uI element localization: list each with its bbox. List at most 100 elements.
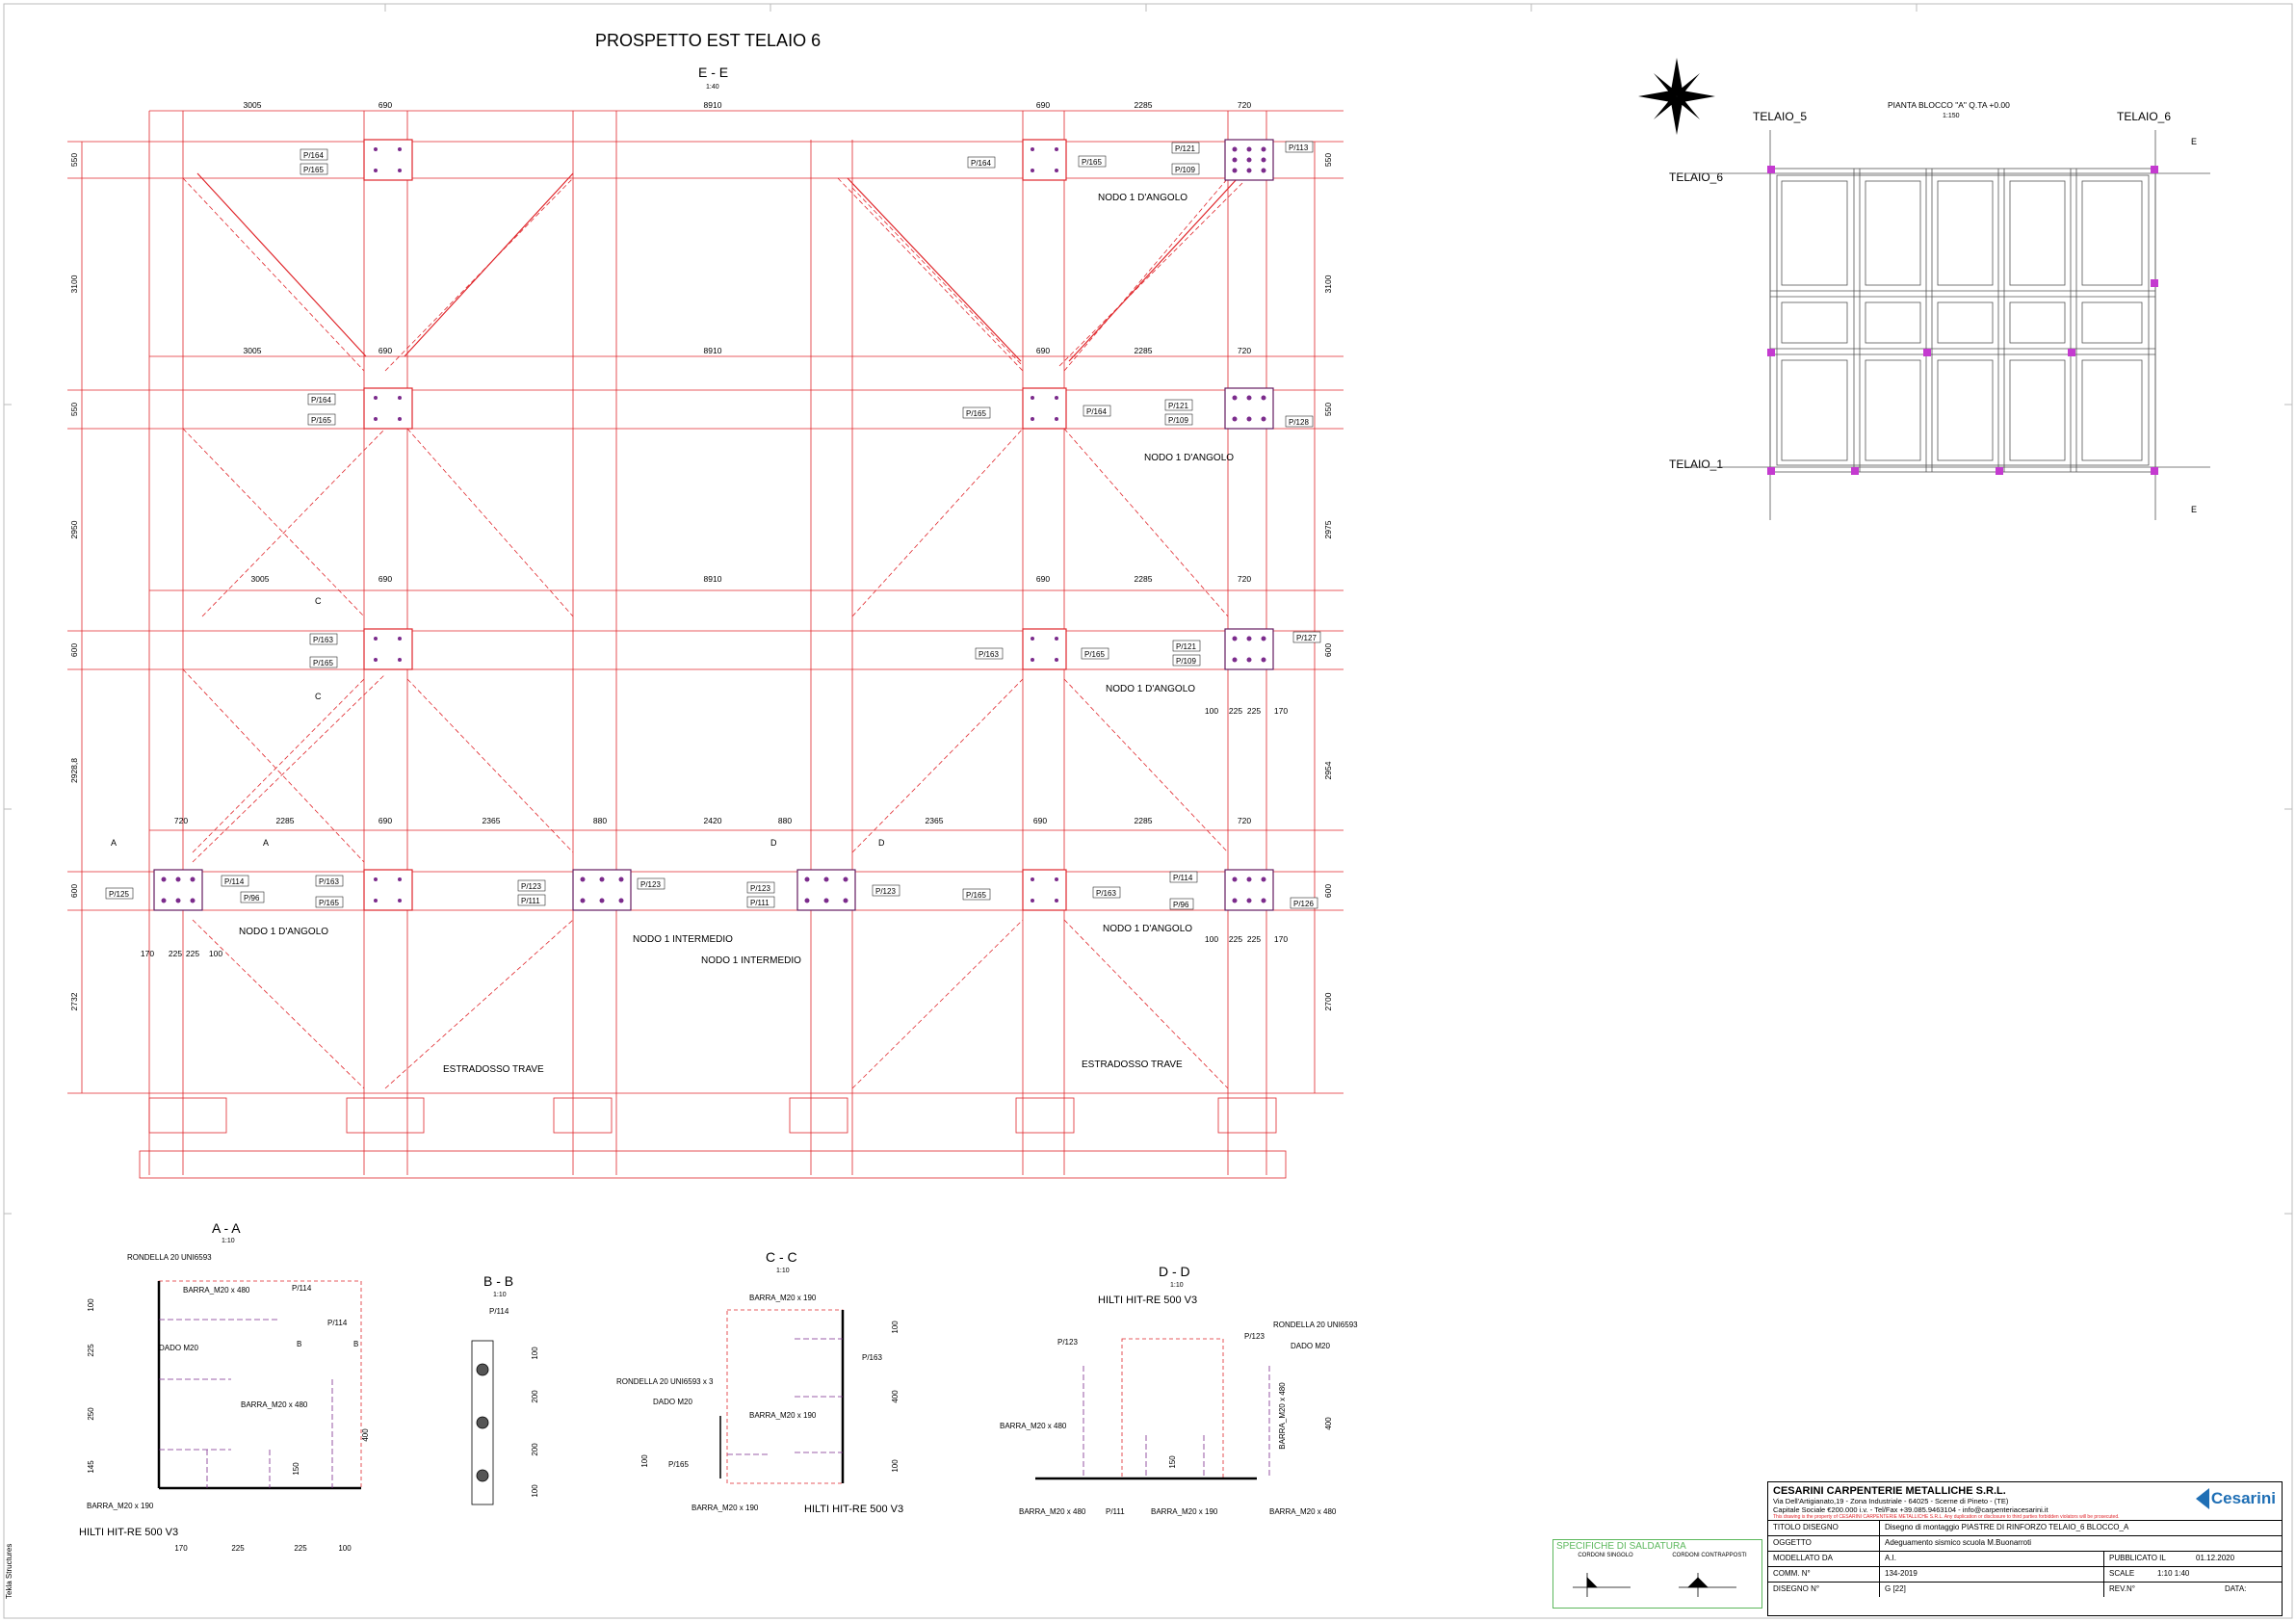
svg-text:P/164: P/164: [971, 159, 991, 168]
svg-text:2365: 2365: [926, 816, 944, 825]
plan-telaio-6-left: TELAIO_6: [1669, 170, 1723, 184]
svg-text:100: 100: [891, 1459, 900, 1473]
svg-text:100: 100: [1205, 934, 1218, 944]
svg-text:P/123: P/123: [750, 884, 770, 893]
company-disclaimer: This drawing is the property of CESARINI…: [1773, 1514, 2120, 1520]
svg-text:P/121: P/121: [1168, 402, 1188, 410]
svg-text:225: 225: [186, 949, 199, 958]
plan-nodes: [1767, 166, 2158, 475]
svg-text:400: 400: [891, 1390, 900, 1403]
dims-mid-right: 100 225 225 170: [1205, 706, 1288, 716]
svg-text:2285: 2285: [1135, 574, 1153, 584]
svg-text:2732: 2732: [69, 992, 79, 1010]
svg-text:DADO M20: DADO M20: [1291, 1342, 1330, 1350]
svg-text:3005: 3005: [251, 574, 270, 584]
plan-telaio-6: TELAIO_6: [2117, 110, 2171, 123]
bb-drawing: [471, 1340, 494, 1505]
svg-text:225: 225: [1229, 706, 1242, 716]
dd-labels: RONDELLA 20 UNI6593 P/123 DADO M20 P/123…: [1000, 1321, 1358, 1516]
svg-text:3005: 3005: [244, 346, 262, 355]
aa-title: A - A: [212, 1220, 241, 1236]
svg-text:NODO 1 INTERMEDIO: NODO 1 INTERMEDIO: [633, 934, 733, 945]
svg-text:225: 225: [87, 1344, 95, 1357]
svg-text:NODO 1 D'ANGOLO: NODO 1 D'ANGOLO: [1098, 193, 1187, 203]
cc-title: C - C: [766, 1249, 797, 1265]
svg-text:DADO M20: DADO M20: [159, 1344, 198, 1352]
cc-drawing: [719, 1309, 845, 1484]
svg-text:C: C: [315, 692, 322, 701]
dd-scale: 1:10: [1170, 1282, 1184, 1289]
svg-text:720: 720: [1238, 100, 1251, 110]
svg-text:225: 225: [1247, 706, 1261, 716]
svg-text:690: 690: [378, 346, 392, 355]
diagonal-braces: [182, 177, 1243, 1089]
svg-text:BARRA_M20 x 480: BARRA_M20 x 480: [241, 1400, 308, 1409]
svg-text:P/123: P/123: [1057, 1338, 1078, 1347]
svg-text:225: 225: [1229, 934, 1242, 944]
main-scale: 1:40: [706, 84, 719, 91]
svg-text:P/109: P/109: [1175, 166, 1195, 174]
svg-text:P/113: P/113: [1289, 144, 1309, 152]
svg-text:100: 100: [640, 1454, 649, 1468]
svg-text:2285: 2285: [1135, 816, 1153, 825]
svg-text:P/163: P/163: [862, 1353, 882, 1362]
svg-text:BARRA_M20 x 190: BARRA_M20 x 190: [691, 1504, 759, 1512]
svg-text:2954: 2954: [1323, 761, 1333, 779]
svg-text:2285: 2285: [1135, 100, 1153, 110]
svg-text:NODO 1 INTERMEDIO: NODO 1 INTERMEDIO: [701, 955, 801, 966]
plan-scale: 1:150: [1943, 113, 1960, 119]
svg-text:225: 225: [169, 949, 182, 958]
svg-text:P/123: P/123: [521, 882, 541, 891]
svg-text:600: 600: [1323, 884, 1333, 898]
svg-text:P/121: P/121: [1176, 642, 1196, 651]
svg-text:100: 100: [209, 949, 222, 958]
svg-text:690: 690: [1033, 816, 1047, 825]
svg-text:225: 225: [1247, 934, 1261, 944]
main-section-label: E - E: [698, 65, 728, 80]
svg-text:145: 145: [87, 1460, 95, 1474]
svg-text:ESTRADOSSO TRAVE: ESTRADOSSO TRAVE: [1082, 1060, 1183, 1070]
node-plate-outlines: [153, 139, 1274, 911]
dd-title: D - D: [1159, 1264, 1190, 1279]
weld-spec-box: SPECIFICHE DI SALDATURA CORDONI SINGOLO …: [1552, 1539, 1762, 1609]
svg-text:BARRA_M20 x 190: BARRA_M20 x 190: [1151, 1507, 1218, 1516]
node-labels: NODO 1 D'ANGOLO NODO 1 D'ANGOLO NODO 1 D…: [239, 193, 1234, 1075]
base-foundations: [139, 1097, 1287, 1179]
svg-text:690: 690: [1036, 574, 1050, 584]
svg-text:2950: 2950: [69, 520, 79, 538]
svg-text:P/164: P/164: [303, 151, 324, 160]
svg-text:100: 100: [531, 1484, 539, 1498]
svg-text:400: 400: [1324, 1417, 1333, 1430]
svg-text:B: B: [353, 1340, 358, 1348]
svg-text:P/128: P/128: [1289, 418, 1309, 427]
svg-text:P/165: P/165: [668, 1460, 689, 1469]
svg-text:P/165: P/165: [313, 659, 333, 667]
svg-text:NODO 1 D'ANGOLO: NODO 1 D'ANGOLO: [1144, 453, 1234, 463]
cc-labels: BARRA_M20 x 190 P/163 RONDELLA 20 UNI659…: [616, 1294, 903, 1515]
svg-text:P/165: P/165: [303, 166, 324, 174]
svg-text:2420: 2420: [704, 816, 722, 825]
svg-text:P/165: P/165: [1084, 650, 1105, 659]
svg-text:P/123: P/123: [875, 887, 896, 896]
svg-text:2285: 2285: [1135, 346, 1153, 355]
company-header: CESARINI CARPENTERIE METALLICHE S.R.L. V…: [1768, 1482, 2282, 1521]
svg-text:170: 170: [141, 949, 154, 958]
svg-text:P/125: P/125: [109, 890, 129, 899]
compass-icon: [1638, 58, 1715, 135]
part-tags: P/164 P/165 P/164 P/165 P/121 P/109 P/11…: [105, 141, 1321, 910]
svg-text:2700: 2700: [1323, 992, 1333, 1010]
svg-text:225: 225: [231, 1544, 245, 1553]
svg-text:720: 720: [174, 816, 188, 825]
svg-text:A: A: [263, 838, 269, 848]
main-title: PROSPETTO EST TELAIO 6: [595, 31, 821, 50]
aa-labels: RONDELLA 20 UNI6593 BARRA_M20 x 480 P/11…: [79, 1253, 370, 1553]
dd-hilti: HILTI HIT-RE 500 V3: [1098, 1295, 1197, 1306]
svg-text:2928,8: 2928,8: [69, 758, 79, 783]
svg-text:P/109: P/109: [1176, 657, 1196, 666]
svg-text:BARRA_M20 x 190: BARRA_M20 x 190: [749, 1411, 817, 1420]
plan-grid: [1685, 130, 2210, 520]
weld-double: CORDONI CONTRAPPOSTI: [1672, 1553, 1747, 1558]
plan-section-e1: E: [2191, 137, 2197, 146]
svg-text:BARRA_M20 x 480: BARRA_M20 x 480: [1019, 1507, 1086, 1516]
svg-text:690: 690: [378, 574, 392, 584]
